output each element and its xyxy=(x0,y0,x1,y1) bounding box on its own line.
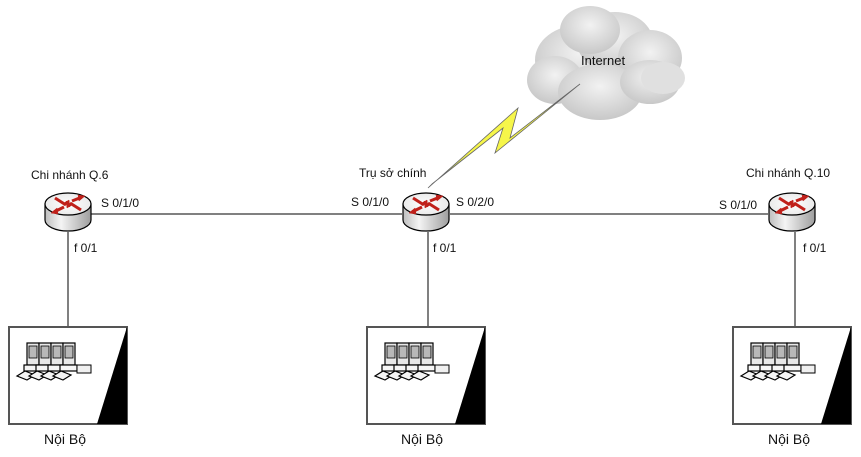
router-name-q10: Chi nhánh Q.10 xyxy=(746,166,831,180)
router-icon-hq xyxy=(401,191,451,233)
port-label-q6-serial: S 0/1/0 xyxy=(101,196,140,210)
port-label-hq-lan: f 0/1 xyxy=(433,241,457,255)
lan-workgroup-icon-hq xyxy=(367,327,485,424)
lan-label-q6: Nội Bộ xyxy=(44,431,87,447)
port-label-q10-lan: f 0/1 xyxy=(803,241,827,255)
router-icon-q6 xyxy=(43,191,93,233)
router-name-hq: Trụ sở chính xyxy=(359,166,427,180)
port-label-hq-serial-left: S 0/1/0 xyxy=(351,195,390,209)
cloud-label: Internet xyxy=(581,53,626,68)
internet-cloud xyxy=(527,6,685,120)
wan-lightning-icon xyxy=(427,83,581,189)
lan-workgroup-icon-q6 xyxy=(9,327,127,424)
lan-label-q10: Nội Bộ xyxy=(768,431,811,447)
port-label-q10-serial: S 0/1/0 xyxy=(719,198,758,212)
links xyxy=(67,213,796,326)
router-name-q6: Chi nhánh Q.6 xyxy=(31,168,109,182)
port-label-hq-serial-right: S 0/2/0 xyxy=(456,195,495,209)
lan-workgroup-icon-q10 xyxy=(733,327,851,424)
lan-label-hq: Nội Bộ xyxy=(401,431,444,447)
router-icon-q10 xyxy=(767,191,817,233)
port-label-q6-lan: f 0/1 xyxy=(74,241,98,255)
